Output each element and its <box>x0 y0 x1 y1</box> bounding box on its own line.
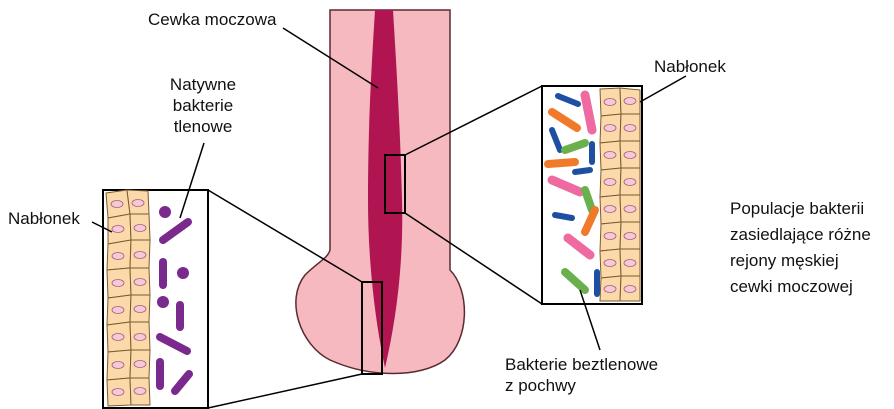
urethra-label: Cewka moczowa <box>148 9 277 30</box>
right-zoom-panel <box>542 86 642 304</box>
aerobic-coccus <box>157 296 169 308</box>
bacterial-populations-label: Populacje bakterii zasiedlające różne re… <box>730 196 871 300</box>
populations-line-2: zasiedlające różne <box>730 222 871 248</box>
anaerobic-bacteria-label: Bakterie beztlenowe z pochwy <box>505 354 658 396</box>
anaerobic-rod-blue <box>555 215 572 218</box>
native-bacteria-line-3: tlenowe <box>160 116 246 137</box>
right-epithelium <box>600 88 640 301</box>
left-epithelium <box>106 190 150 406</box>
aerobic-coccus <box>159 206 171 218</box>
leader-epithelium-right <box>640 76 686 102</box>
native-aerobic-bacteria-label: Natywne bakterie tlenowe <box>160 74 246 137</box>
anaerobic-line-1: Bakterie beztlenowe <box>505 354 658 375</box>
native-bacteria-line-1: Natywne <box>160 74 246 95</box>
anaerobic-line-2: z pochwy <box>505 375 658 396</box>
anaerobic-rod-blue <box>575 170 590 172</box>
native-bacteria-line-2: bakterie <box>160 95 246 116</box>
epithelium-right-label: Nabłonek <box>654 56 726 77</box>
epithelium-left-label: Nabłonek <box>8 208 80 229</box>
populations-line-1: Populacje bakterii <box>730 196 871 222</box>
anaerobic-rod-orange <box>548 162 575 164</box>
aerobic-coccus <box>177 267 189 279</box>
left-zoom-panel <box>103 190 208 408</box>
penis-illustration <box>296 10 465 374</box>
populations-line-4: cewki moczowej <box>730 274 871 300</box>
populations-line-3: rejony męskiej <box>730 248 871 274</box>
